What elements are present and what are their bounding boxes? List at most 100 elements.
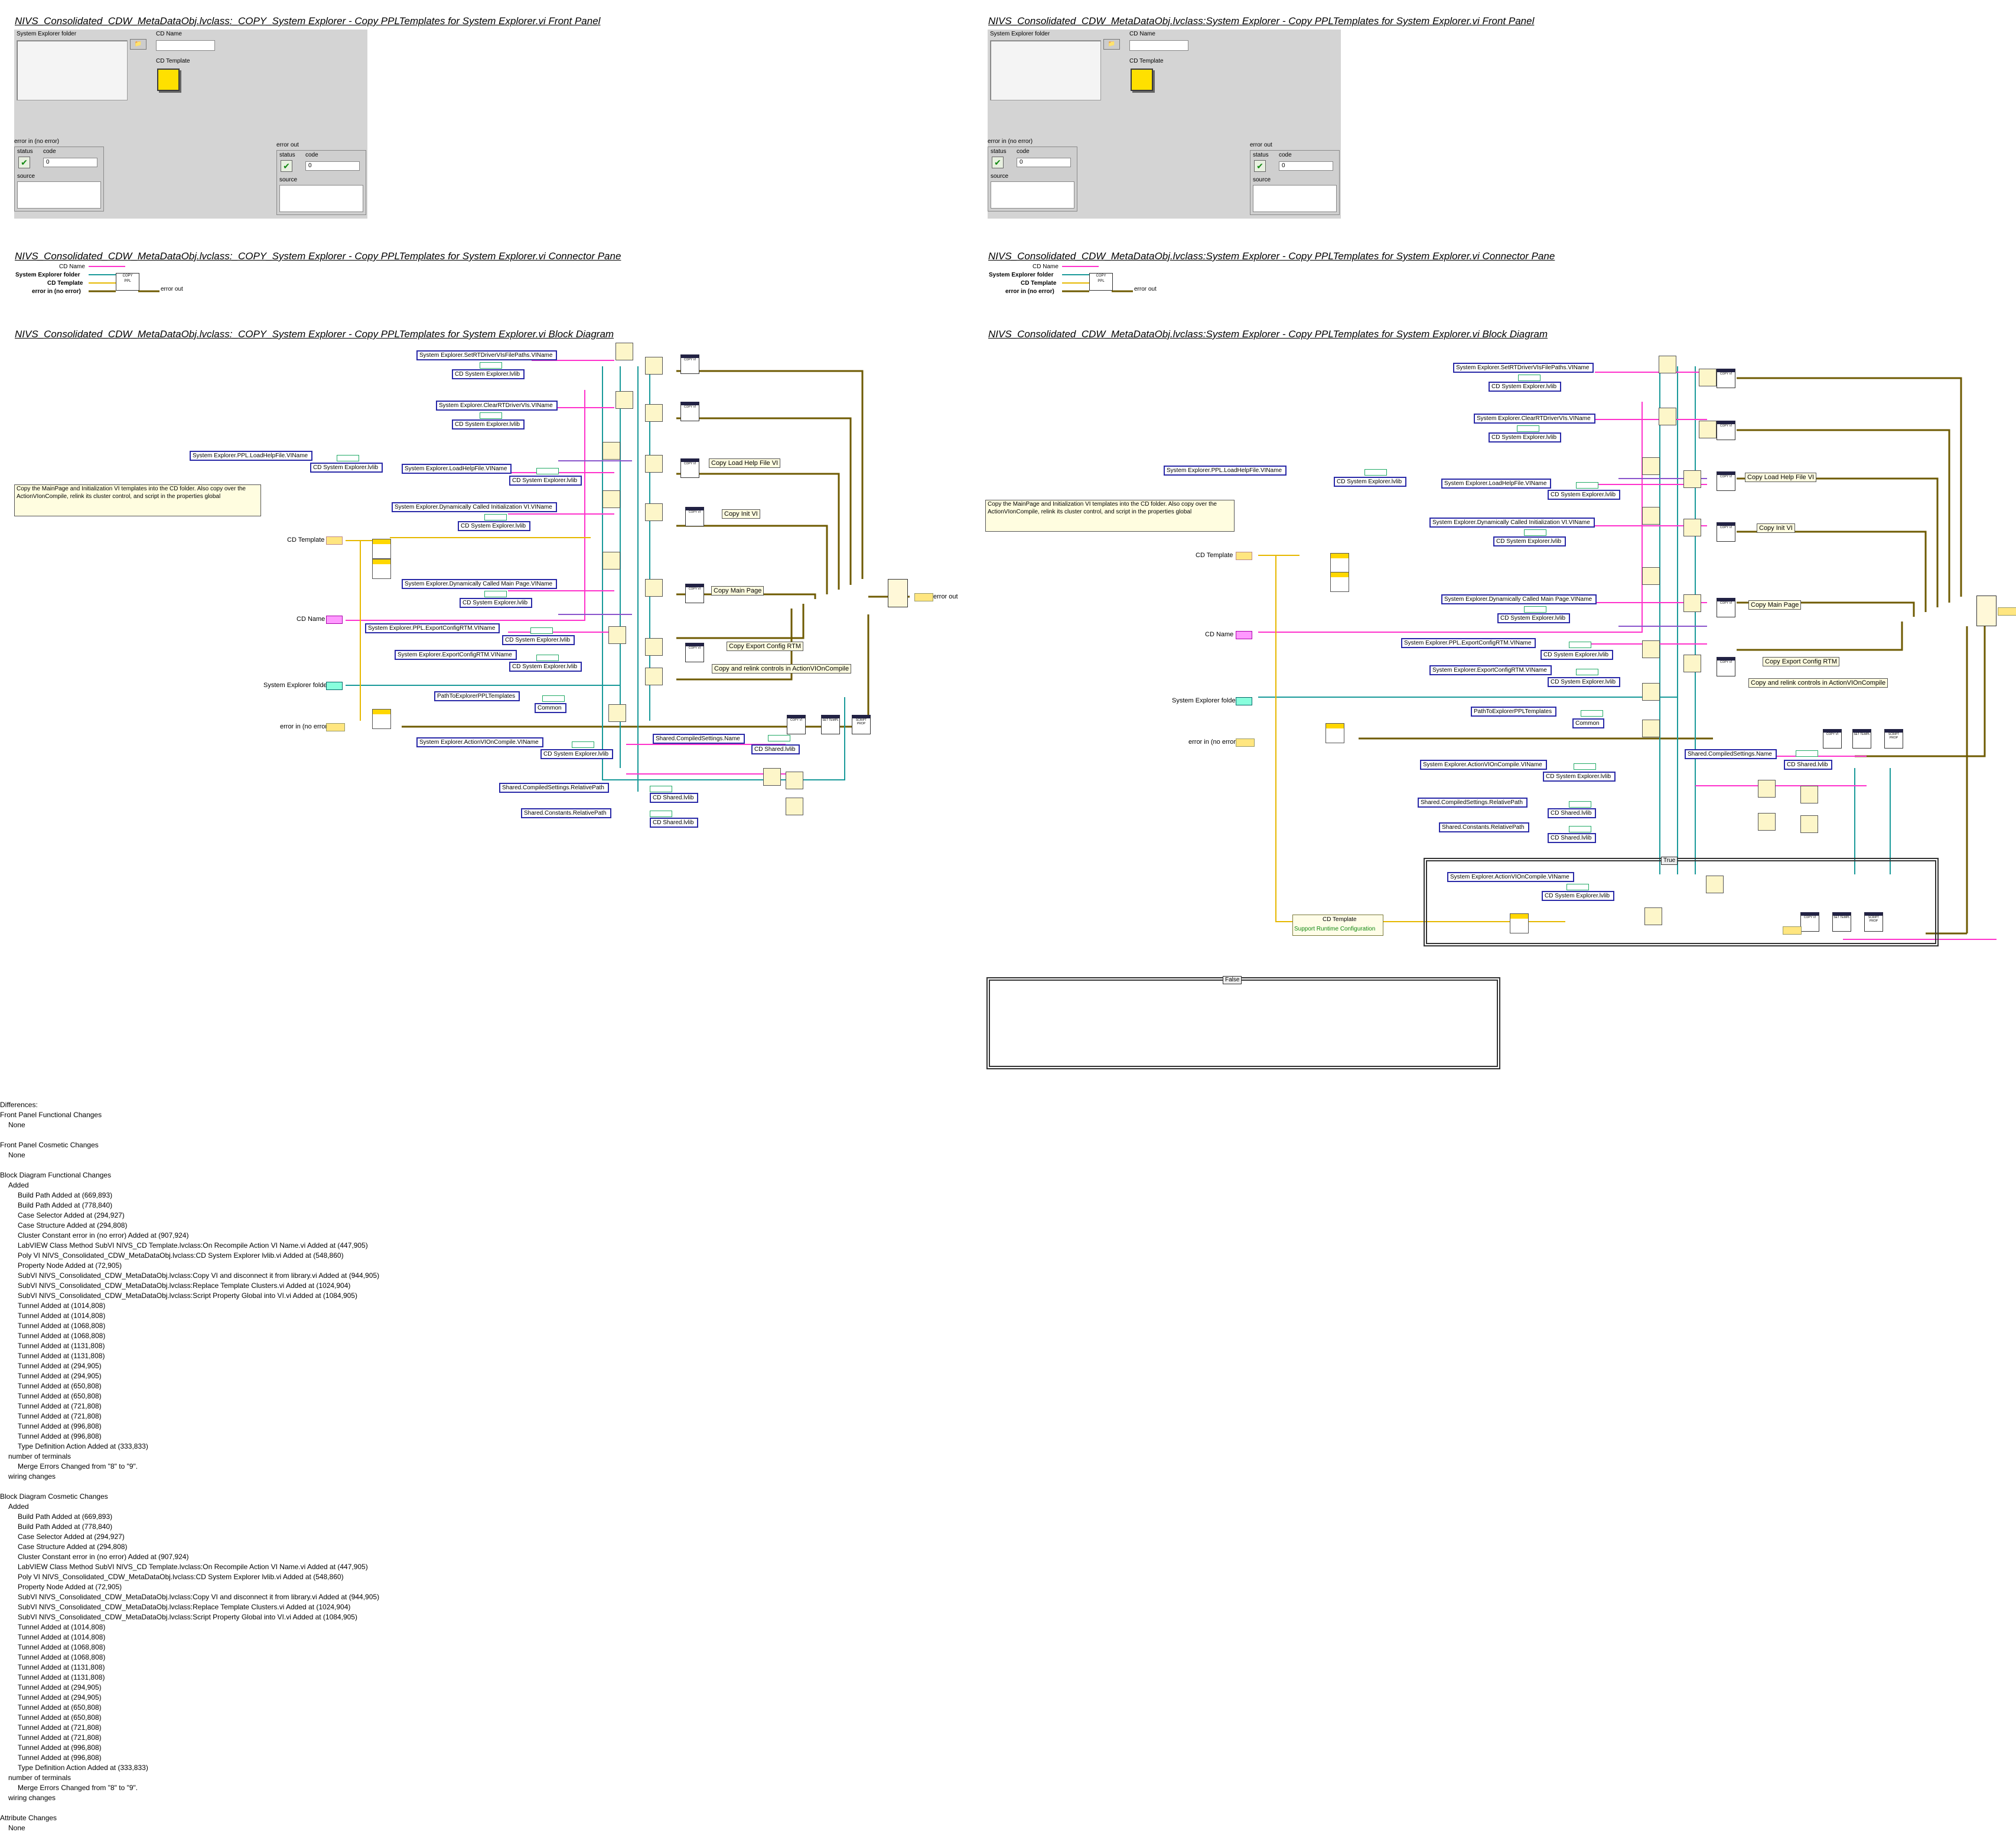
const-cd-sys-lib[interactable]: CD System Explorer.lvlib [1334,477,1407,487]
cd-name-field[interactable] [1129,40,1188,51]
const-setrt-viname[interactable]: System Explorer.SetRTDriverVIsFilePaths.… [1453,363,1594,373]
const-shared-compiled-name[interactable]: Shared.CompiledSettings.Name [1685,749,1777,759]
const-cd-shared-lib[interactable]: CD Shared.lvlib [1784,760,1833,770]
system-explorer-folder-terminal[interactable] [1236,697,1252,705]
const-cd-sys-lib[interactable]: CD System Explorer.lvlib [1493,536,1566,546]
const-cd-sys-lib[interactable]: CD System Explorer.lvlib [310,463,383,473]
const-cd-sys-lib[interactable]: CD System Explorer.lvlib [460,598,533,608]
const-ppl-loadhelp-viname[interactable]: System Explorer.PPL.LoadHelpFile.VIName [1164,466,1287,476]
const-cd-sys-lib[interactable]: CD System Explorer.lvlib [1548,677,1621,687]
case-selector[interactable]: True [1661,857,1678,865]
const-cd-shared-lib[interactable]: CD Shared.lvlib [650,793,699,803]
const-ppl-export-viname[interactable]: System Explorer.PPL.ExportConfigRTM.VINa… [365,623,500,633]
const-cd-sys-lib[interactable]: CD System Explorer.lvlib [458,521,531,531]
cd-template-icon[interactable] [157,69,180,91]
const-cd-sys-lib[interactable]: CD System Explorer.lvlib [540,749,614,759]
code-label: code [1279,152,1292,158]
system-explorer-folder-path[interactable] [17,40,128,100]
const-action-viname[interactable]: System Explorer.ActionVIOnCompile.VIName [416,737,543,747]
left-block-diagram-title: NIVS_Consolidated_CDW_MetaDataObj.lvclas… [15,328,614,340]
const-clearrt-viname[interactable]: System Explorer.ClearRTDriverVIs.VIName [436,401,558,411]
const-action-viname[interactable]: System Explorer.ActionVIOnCompile.VIName [1420,760,1547,770]
const-dyn-main-viname[interactable]: System Explorer.Dynamically Called Main … [402,579,558,589]
case-selector-false[interactable]: False [1223,976,1242,984]
cd-name-terminal[interactable] [326,616,343,624]
difference-line: Tunnel Added at (650,808) [18,1713,102,1722]
error-in-terminal[interactable] [1236,738,1255,747]
build-path-node [1642,640,1660,658]
status-check-icon: ✔ [1254,160,1266,172]
const-cd-sys-lib[interactable]: CD System Explorer.lvlib [1541,650,1614,660]
build-path-node [1683,519,1701,536]
const-cd-shared-lib[interactable]: CD Shared.lvlib [650,818,699,828]
cd-template-terminal[interactable] [326,536,343,545]
const-setrt-viname[interactable]: System Explorer.SetRTDriverVIsFilePaths.… [416,350,558,360]
const-dyn-init-viname[interactable]: System Explorer.Dynamically Called Initi… [1429,518,1595,528]
source-field[interactable] [17,181,101,209]
error-in-terminal[interactable] [326,723,345,731]
const-shared-constants-path[interactable]: Shared.Constants.RelativePath [1439,822,1529,832]
const-cd-sys-lib[interactable]: CD System Explorer.lvlib [452,419,525,430]
const-cd-shared-lib[interactable]: CD Shared.lvlib [751,744,800,754]
const-path-ppl[interactable]: PathToExplorerPPLTemplates [1471,707,1557,717]
system-explorer-folder-terminal[interactable] [326,682,343,690]
const-shared-constants-path[interactable]: Shared.Constants.RelativePath [521,808,611,818]
status-check-icon[interactable]: ✔ [18,157,30,168]
status-check-icon[interactable]: ✔ [992,157,1004,168]
const-loadhelp-viname[interactable]: System Explorer.LoadHelpFile.VIName [1441,479,1552,489]
difference-line: Block Diagram Cosmetic Changes [0,1492,108,1501]
system-explorer-folder-path[interactable] [990,40,1101,100]
const-cd-sys-lib[interactable]: CD System Explorer.lvlib [1548,490,1621,500]
difference-line: Tunnel Added at (996,808) [18,1432,102,1440]
const-cd-shared-lib[interactable]: CD Shared.lvlib [1548,808,1597,818]
const-shared-compiled-path[interactable]: Shared.CompiledSettings.RelativePath [1418,798,1528,808]
difference-line: Tunnel Added at (1068,808) [18,1332,106,1340]
right-connector-pane-title: NIVS_Consolidated_CDW_MetaDataObj.lvclas… [988,250,1555,262]
difference-line: SubVI NIVS_Consolidated_CDW_MetaDataObj.… [18,1603,351,1611]
const-common[interactable]: Common [535,703,566,713]
const-cd-sys-lib[interactable]: CD System Explorer.lvlib [1542,891,1615,901]
const-common[interactable]: Common [1572,718,1604,728]
code-field[interactable]: 0 [1017,158,1071,167]
const-shared-compiled-path[interactable]: Shared.CompiledSettings.RelativePath [499,783,609,793]
const-cd-sys-lib[interactable]: CD System Explorer.lvlib [1489,432,1562,443]
const-cd-sys-lib[interactable]: CD System Explorer.lvlib [452,369,525,379]
const-action-viname[interactable]: System Explorer.ActionVIOnCompile.VIName [1447,872,1574,882]
right-connector-pane: CD Name System Explorer folder CD Templa… [985,262,1174,298]
browse-folder-icon[interactable]: 📁 [130,39,146,50]
error-out-terminal[interactable] [914,593,933,601]
copy-vi-subvi: COPY VI [1717,369,1735,388]
const-loadhelp-viname[interactable]: System Explorer.LoadHelpFile.VIName [402,464,512,474]
const-cd-sys-lib[interactable]: CD System Explorer.lvlib [1489,382,1562,392]
cd-template-icon[interactable] [1131,69,1153,91]
const-cd-sys-lib[interactable]: CD System Explorer.lvlib [1543,772,1616,782]
diagram-comment: Copy the MainPage and Initialization VI … [14,484,261,516]
comment-load-help: Copy Load Help File VI [1745,473,1817,482]
const-export-viname[interactable]: System Explorer.ExportConfigRTM.VIName [1429,665,1552,675]
const-cd-sys-lib[interactable]: CD System Explorer.lvlib [509,662,582,672]
cd-template-terminal[interactable] [1236,552,1252,560]
build-path-node [645,357,663,375]
cd-name-field[interactable] [156,40,215,51]
const-cd-sys-lib[interactable]: CD System Explorer.lvlib [509,476,582,486]
cd-name-terminal[interactable] [1236,631,1252,639]
code-field[interactable]: 0 [43,158,97,167]
const-path-ppl[interactable]: PathToExplorerPPLTemplates [434,691,520,701]
terminal-error-in-label: error in (no error) [280,723,330,730]
const-shared-compiled-name[interactable]: Shared.CompiledSettings.Name [653,734,745,744]
source-field[interactable] [991,181,1074,209]
browse-folder-icon[interactable]: 📁 [1103,39,1120,50]
const-cd-sys-lib[interactable]: CD System Explorer.lvlib [502,635,575,645]
error-out-terminal[interactable] [1998,607,2016,616]
const-cd-sys-lib[interactable]: CD System Explorer.lvlib [1497,613,1571,623]
const-dyn-main-viname[interactable]: System Explorer.Dynamically Called Main … [1441,594,1597,604]
error-in-label: error in (no error) [988,138,1033,145]
const-ppl-loadhelp-viname[interactable]: System Explorer.PPL.LoadHelpFile.VIName [190,451,313,461]
difference-line: SubVI NIVS_Consolidated_CDW_MetaDataObj.… [18,1271,380,1280]
const-dyn-init-viname[interactable]: System Explorer.Dynamically Called Initi… [392,502,557,512]
const-export-viname[interactable]: System Explorer.ExportConfigRTM.VIName [395,650,517,660]
const-cd-shared-lib[interactable]: CD Shared.lvlib [1548,833,1597,843]
const-clearrt-viname[interactable]: System Explorer.ClearRTDriverVIs.VIName [1474,414,1595,424]
const-ppl-export-viname[interactable]: System Explorer.PPL.ExportConfigRTM.VINa… [1401,638,1536,648]
comment-export: Copy Export Config RTM [1763,657,1840,666]
